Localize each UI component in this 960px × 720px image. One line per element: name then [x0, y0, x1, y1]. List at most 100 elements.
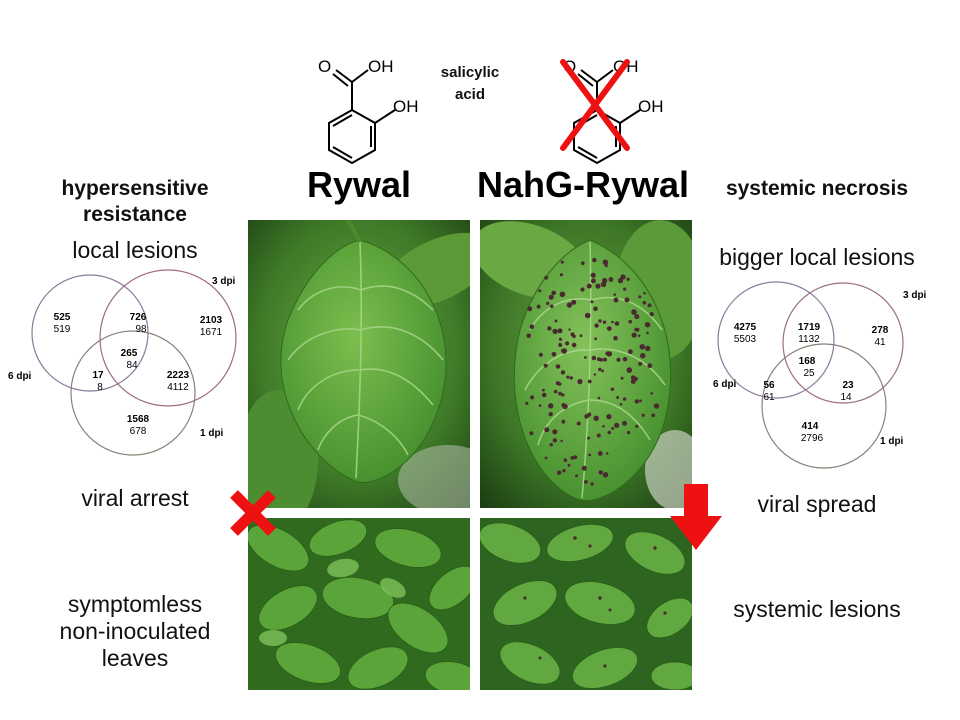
- lesion-dot: [570, 332, 575, 337]
- venn-left-b-bold: 2103: [200, 315, 223, 326]
- venn-circle-1dpi: [70, 330, 196, 456]
- lesion-dot: [596, 433, 601, 438]
- lesion-dot: [526, 333, 531, 338]
- venn-right-b-normal: 41: [874, 337, 886, 348]
- lesion-dot: [547, 326, 552, 331]
- lesion-dot: [598, 319, 602, 323]
- lesion-dot: [638, 361, 643, 366]
- lesion-dot: [639, 399, 642, 403]
- venn-right-ac-bold: 56: [763, 380, 775, 391]
- venn-left-c-bold: 1568: [127, 414, 150, 425]
- salicylic-label-line1: salicylic: [440, 64, 500, 81]
- lesion-dot: [602, 277, 608, 284]
- lesion-dot: [613, 335, 618, 341]
- lesion-dot: [594, 337, 597, 341]
- lesion-dot: [593, 415, 599, 421]
- lesion-dot: [590, 272, 596, 278]
- viral-arrest-label: viral arrest: [81, 485, 189, 511]
- lesion-dot: [616, 357, 621, 362]
- salicylic-acid-structure: O OH OH: [318, 57, 419, 165]
- systemic-necrosis-heading: systemic necrosis: [725, 177, 909, 200]
- lesion-dot: [624, 297, 630, 303]
- lesion-dot: [635, 424, 639, 428]
- venn-left-ac-normal: 8: [97, 382, 103, 393]
- lesion-dot: [620, 376, 624, 380]
- symptomless-line2: non-inoculated: [59, 618, 211, 644]
- lesion-dot: [552, 429, 558, 435]
- lesion-dot: [634, 399, 639, 404]
- venn-circle-3dpi: [782, 282, 904, 404]
- lesion-dot: [651, 413, 656, 418]
- venn-right-abc-normal: 25: [803, 368, 815, 379]
- salicylic-label-line2: acid: [454, 86, 485, 103]
- lesion-dot: [619, 403, 623, 406]
- divider-line: [265, 508, 685, 518]
- lesion-dot: [581, 261, 585, 265]
- lesion-dot: [558, 391, 562, 396]
- hydroxyl-oh: OH: [393, 97, 419, 116]
- lesion-dot: [559, 291, 566, 298]
- lesion-dot: [631, 332, 637, 338]
- lesion-dot: [631, 309, 637, 315]
- lesion-dot: [529, 431, 534, 436]
- lesion-dot: [563, 458, 568, 462]
- lesion-dot: [553, 389, 558, 394]
- lesion-dot: [622, 356, 628, 362]
- lesion-dot: [644, 322, 651, 328]
- lesion-dot: [579, 334, 583, 338]
- lesion-dot: [613, 293, 617, 296]
- lesion-dot: [557, 328, 563, 334]
- lesion-dot: [647, 303, 651, 308]
- lesion-dot: [543, 363, 548, 368]
- lesion-dot: [558, 343, 563, 347]
- lesion-dot: [561, 348, 567, 354]
- lesion-dot: [602, 425, 605, 428]
- lesion-dot: [529, 324, 535, 330]
- lesion-dot: [592, 257, 597, 263]
- lesion-dot: [546, 301, 550, 305]
- lesion-dot: [548, 403, 554, 409]
- lesion-dot: [569, 376, 573, 380]
- venn-right-b-bold: 278: [872, 325, 889, 336]
- viral-arrest-cross-icon: [230, 490, 276, 536]
- lesion-dot: [555, 364, 561, 369]
- lesion-dot: [552, 328, 558, 335]
- lesion-dot: [542, 388, 545, 392]
- lesion-dot: [604, 264, 608, 268]
- lesion-dot: [620, 274, 626, 280]
- lesion-dot: [611, 427, 615, 430]
- lesion-dot: [628, 319, 632, 324]
- lesion-dot: [638, 295, 642, 299]
- lesion-dot: [590, 482, 594, 486]
- lesion-dot: [560, 439, 563, 443]
- lesion-dot: [560, 370, 566, 375]
- venn-diagram-right: 4275 5503 1719 1132 278 41 168 25 56 61 …: [713, 281, 927, 469]
- venn-right-label-6dpi: 6 dpi: [713, 379, 737, 390]
- venn-right-a-bold: 4275: [734, 322, 757, 333]
- lesion-dot: [597, 396, 601, 400]
- lesion-dot: [639, 344, 646, 350]
- carbonyl-oxygen: O: [318, 57, 331, 76]
- lesion-dot: [566, 375, 570, 379]
- lesion-dot: [591, 355, 597, 361]
- venn-right-ab-bold: 1719: [798, 322, 821, 333]
- venn-circle-6dpi: [717, 281, 835, 399]
- lesion-dot: [580, 287, 585, 292]
- lesion-dot: [544, 275, 549, 280]
- heading-line1: hypersensitive: [61, 177, 209, 200]
- lesion-dot: [566, 302, 573, 308]
- venn-circle-1dpi: [761, 343, 887, 469]
- venn-right-ac-normal: 61: [763, 392, 775, 403]
- lesion-dot: [640, 353, 646, 359]
- lesion-dot: [558, 337, 563, 341]
- venn-left-bc-bold: 2223: [167, 370, 190, 381]
- systemic-lesions-label: systemic lesions: [733, 596, 901, 622]
- lesion-dot: [560, 260, 564, 264]
- lesion-dot: [605, 452, 609, 455]
- lesion-dot: [626, 277, 630, 281]
- lesion-dot: [581, 465, 587, 471]
- lesion-dot: [637, 334, 641, 338]
- venn-diagram-left: 525 519 726 98 2103 1671 265 84 17 8 222…: [8, 269, 237, 456]
- lesion-dot: [646, 331, 649, 335]
- venn-circle-6dpi: [31, 274, 149, 392]
